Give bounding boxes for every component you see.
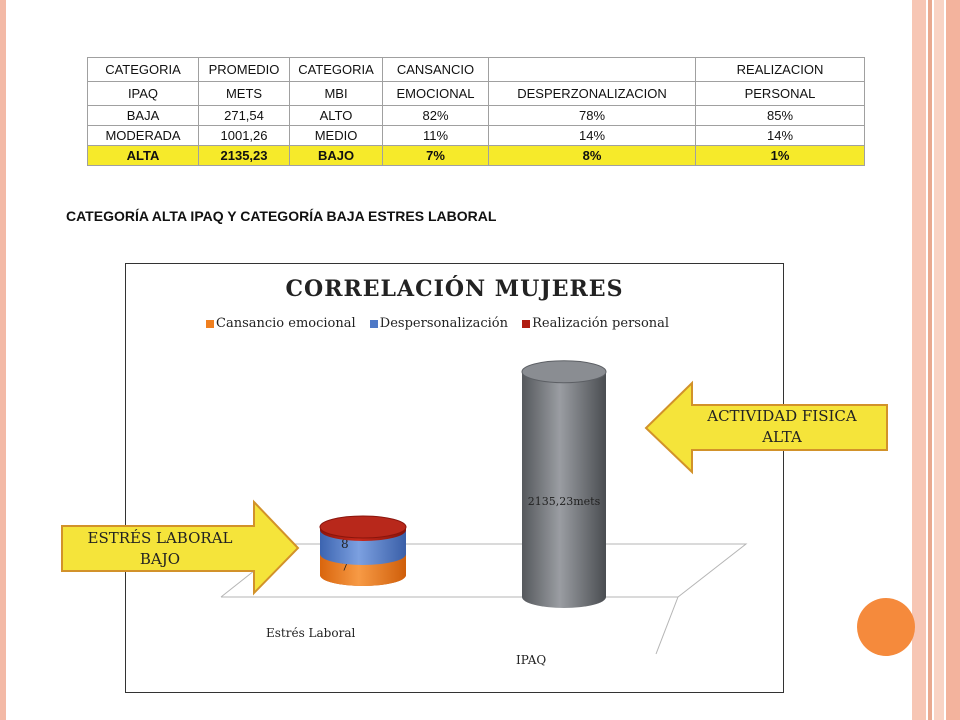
table-cell: 1% [695,145,865,166]
arrow-left-shape [61,499,300,596]
legend-item: Despersonalización [369,316,508,331]
table-row: MODERADA 1001,26 MEDIO 11% 14% 14% [87,125,865,146]
chart-title: CORRELACIÓN MUJERES [285,276,624,302]
axis-depth-line [655,596,679,655]
bar-segment-bottom-1 [320,543,406,565]
table-header-row-2: IPAQ METS MBI EMOCIONAL DESPERZONALIZACI… [87,81,865,106]
table-cell: ALTA [87,145,199,166]
bar-segment-bottom-0 [320,564,406,586]
data-label-1: 8 [341,537,349,551]
legend-item: Realización personal [522,316,669,331]
header-cell: CATEGORIA [87,57,199,82]
legend-swatch [522,319,531,328]
header-cell: METS [198,81,290,106]
bar-ipaq-bottom [522,586,606,608]
data-label-ipaq: 2135,23mets [528,495,601,508]
legend-label: Despersonalización [379,316,508,331]
category-label-estres: Estrés Laboral [266,626,355,640]
chart-container: CORRELACIÓN MUJERES Cansancio emocional … [125,263,784,693]
chart-legend: Cansancio emocional Despersonalización R… [206,316,679,331]
arrow-right-shape [644,380,888,475]
decor-circle [857,598,915,656]
legend-label: Cansancio emocional [216,316,356,331]
arrow-right-line-1: ACTIVIDAD FISICA [706,407,857,425]
frame-right-stripes [912,0,960,720]
bar-ipaq-top [521,360,607,384]
header-cell: DESPERZONALIZACION [488,81,696,106]
bar-ipaq [522,371,606,597]
arrow-left-line-1: ESTRÉS LABORAL [88,529,233,547]
frame-left-stripe [0,0,6,720]
category-label-ipaq: IPAQ [516,653,546,667]
table-row: BAJA 271,54 ALTO 82% 78% 85% [87,105,865,126]
header-cell: IPAQ [87,81,199,106]
section-subtitle: CATEGORÍA ALTA IPAQ Y CATEGORÍA BAJA EST… [66,208,497,224]
bar-top-estres [319,515,407,539]
legend-swatch [369,319,378,328]
arrow-left-line-2: BAJO [140,550,180,568]
data-label-0: 7 [341,560,349,574]
table-cell: 7% [382,145,489,166]
data-table: CATEGORIA PROMEDIO CATEGORIA CANSANCIO R… [87,57,865,166]
legend-label: Realización personal [532,316,670,331]
arrow-right-line-2: ALTA [761,428,802,446]
legend-swatch [206,319,214,328]
table-cell: 8% [488,145,696,166]
table-cell: 1001,26 [198,125,290,146]
table-cell: BAJA [87,105,199,126]
header-cell: MBI [289,81,383,106]
chart-plot: 7812135,23mets Estrés Laboral IPAQ [220,360,748,667]
table-cell: 11% [382,125,489,146]
table-cell: 82% [382,105,489,126]
table-row-highlighted: ALTA 2135,23 BAJO 7% 8% 1% [87,145,865,166]
table-header-row-1: CATEGORIA PROMEDIO CATEGORIA CANSANCIO R… [87,57,865,82]
legend-item: Cansancio emocional [206,316,356,331]
